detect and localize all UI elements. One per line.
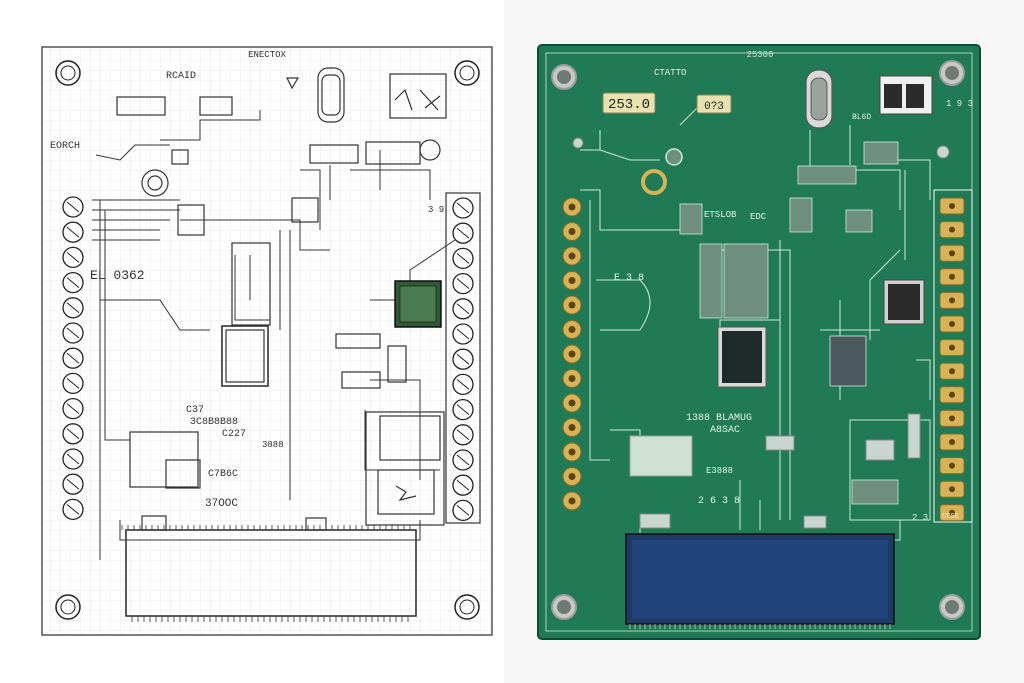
schematic-label-mid: EL 0362 (90, 268, 145, 283)
schematic-label-bus: 3888 (262, 440, 284, 450)
pcb-chip-label-2: 0?3 (704, 101, 724, 113)
pcb-ic-grid (829, 335, 867, 387)
pcb-label-code1: 1388 BLAMUG (686, 413, 752, 424)
schematic-label-osc2: 37OOC (205, 498, 238, 510)
schematic-label-osc: C7B6C (208, 469, 238, 480)
pcb-panel: 253.0 0?3 25300 CTATTO BL6D 1 9 3 ETSLOB… (504, 0, 1024, 683)
pcb-label-mid2: EDC (750, 212, 767, 222)
schematic-panel: ENECTOX RCAID EORCH EL 0362 C37 3C8B8B88… (41, 46, 493, 636)
pcb-label-br2: CESE (942, 513, 959, 521)
screw-terminal-icon (62, 196, 84, 521)
pcb-label-mid1: ETSLOB (704, 210, 737, 220)
screw-terminal-icon (562, 197, 582, 511)
schematic-label-top: RCAID (166, 71, 196, 82)
schematic-title: ENECTOX (248, 50, 286, 60)
schematic-label-cap2: 3C8B8B88 (190, 417, 238, 428)
schematic-label-pin: 3 9 (428, 205, 444, 215)
schematic-label-left: EORCH (50, 141, 80, 152)
pcb-label-bl: BL6D (852, 113, 871, 122)
crystal-oscillator-icon (805, 69, 833, 129)
mounting-hole-icon (55, 60, 480, 620)
schematic-label-cap1: C37 (186, 405, 204, 416)
schematic-label-cap3: C227 (222, 429, 246, 440)
pcb-label-top: CTATTO (654, 68, 686, 78)
pcb-label-tr: 1 9 3 (946, 99, 973, 109)
pcb-label-code3: E3888 (706, 466, 733, 476)
pcb-label-code4: 2 6 3 8 (698, 496, 740, 507)
pcb-connector-frame (933, 189, 973, 523)
pcb-label-code2: A8SAC (710, 425, 740, 436)
schematic-components (116, 67, 447, 617)
pcb-chip-label-box-2 (696, 94, 732, 114)
screw-terminal-icon (939, 197, 965, 522)
pcb-label-br1: 2 3 (912, 513, 928, 523)
mounting-hole-icon (551, 60, 965, 620)
pcb-header-block (629, 435, 693, 477)
pcb-title: 25300 (746, 50, 773, 60)
schematic-sheet (41, 46, 493, 636)
pcb-chip-label-1: 253.0 (608, 97, 650, 113)
pcb-ring-pad (641, 169, 667, 195)
screw-terminal-icon (452, 197, 474, 522)
pcb-label-left: E 3 8 (614, 273, 644, 284)
pcb-chip-label-box-1 (602, 92, 656, 114)
